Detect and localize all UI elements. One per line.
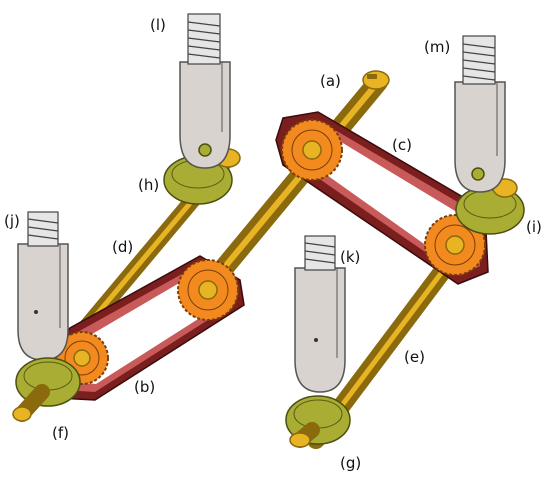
label-i: (i): [526, 218, 542, 236]
label-b: (b): [134, 378, 155, 396]
bracket-m: [454, 35, 506, 193]
label-c: (c): [392, 136, 412, 154]
bracket-j: [17, 211, 69, 361]
label-j: (j): [4, 212, 20, 230]
label-f: (f): [52, 424, 69, 442]
label-k: (k): [340, 248, 360, 266]
label-e: (e): [404, 348, 425, 366]
bracket-l: [179, 13, 231, 169]
label-a: (a): [320, 72, 341, 90]
label-h: (h): [138, 176, 159, 194]
pulley-a-upper: [281, 119, 343, 181]
bracket-k: [294, 235, 346, 393]
pulley-a-lower: [177, 259, 239, 321]
label-d: (d): [112, 238, 133, 256]
label-l: (l): [150, 16, 166, 34]
label-g: (g): [340, 454, 361, 472]
crank-f: [12, 357, 81, 422]
crank-g: [285, 395, 351, 448]
label-m: (m): [424, 38, 450, 56]
